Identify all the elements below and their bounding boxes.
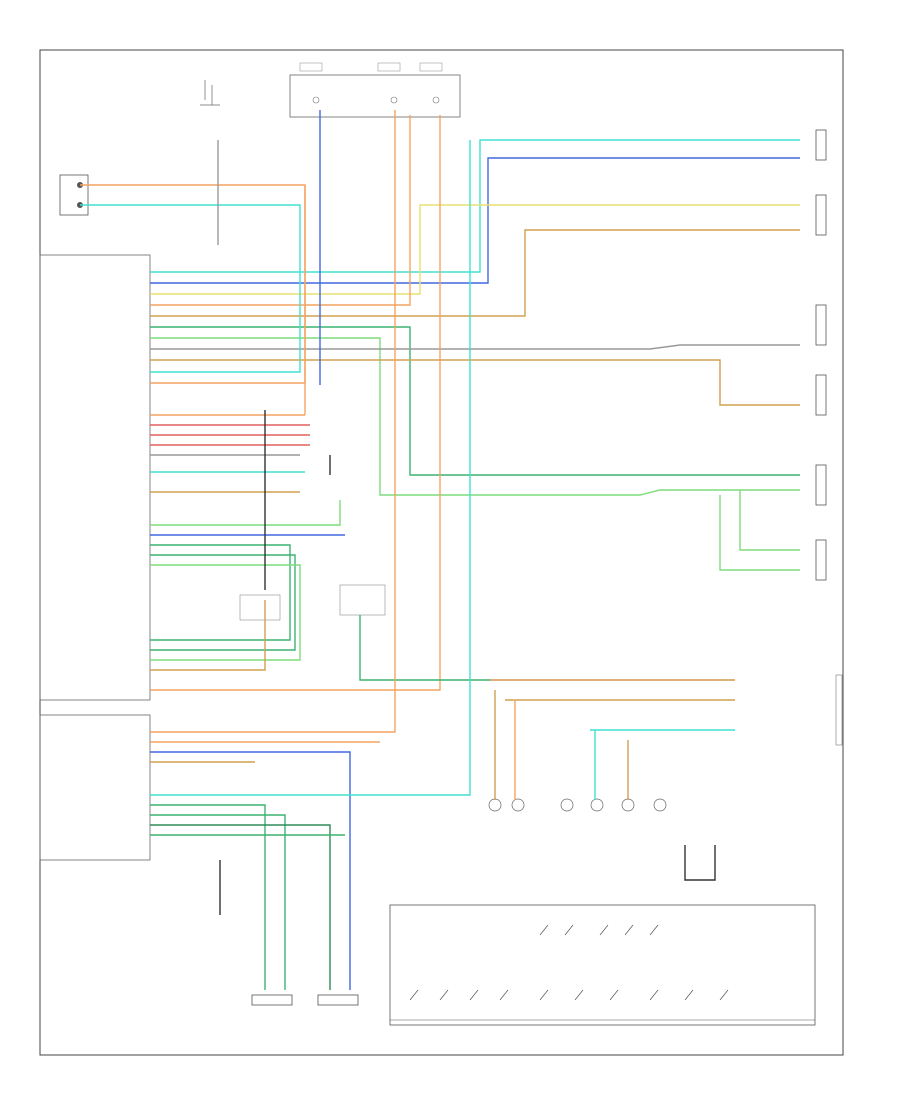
wire-orange xyxy=(80,184,306,384)
wire-tan xyxy=(150,229,800,317)
clock-spring-box xyxy=(339,584,386,616)
wire-gray xyxy=(150,344,800,350)
wire-green xyxy=(150,814,286,990)
wire-cyan xyxy=(80,204,301,373)
speaker-left-front-tweeter xyxy=(815,304,827,346)
wire-green xyxy=(150,804,266,990)
switch-contact xyxy=(684,989,694,1001)
wire-lightgreen xyxy=(150,500,341,526)
wire-green xyxy=(150,326,800,476)
wire-orange xyxy=(150,110,396,733)
radio-module xyxy=(39,254,151,701)
fuse-block xyxy=(289,62,461,118)
fuse-icon xyxy=(312,96,440,104)
switch-contact xyxy=(624,924,634,936)
speaker-right-front-tweeter xyxy=(815,129,827,161)
wire-lightgreen xyxy=(719,495,800,571)
switch-contact xyxy=(649,924,659,936)
wire-cyan xyxy=(150,140,471,796)
wire-green xyxy=(150,544,291,641)
switch-contact xyxy=(609,989,619,1001)
instrument-cluster-connector xyxy=(835,674,843,746)
wire-lightgreen xyxy=(150,564,301,661)
switch-contact xyxy=(564,924,574,936)
wire-lightgreen xyxy=(150,337,800,496)
amplifier-box xyxy=(239,594,281,621)
wire-darkgreen xyxy=(150,824,331,990)
switch-contact xyxy=(574,989,584,1001)
speaker-left-rear xyxy=(251,994,293,1006)
wire-tan xyxy=(150,600,266,671)
switch-group xyxy=(409,924,729,1001)
lower-module xyxy=(39,714,151,861)
wire-orange xyxy=(150,115,441,691)
switch-contact xyxy=(599,924,609,936)
wire-cyan xyxy=(150,139,800,273)
wire-yellow xyxy=(150,204,800,295)
switch-contact xyxy=(499,989,509,1001)
speaker-left-front-door xyxy=(815,374,827,416)
wire-green xyxy=(359,615,735,681)
diagram-frame xyxy=(39,49,844,1056)
wire-group xyxy=(80,110,800,990)
wire-black xyxy=(684,845,716,881)
speaker-right-rear-subwoofer xyxy=(815,539,827,581)
bulb-icon xyxy=(488,798,667,812)
switch-contact xyxy=(409,989,419,1001)
switch-contact xyxy=(539,989,549,1001)
speaker-left-rear-surround xyxy=(317,994,359,1006)
switch-contact xyxy=(719,989,729,1001)
switch-contact xyxy=(439,989,449,1001)
switch-contact xyxy=(469,989,479,1001)
switch-contact xyxy=(539,924,549,936)
wire-blue xyxy=(150,157,800,284)
wire-blue xyxy=(150,751,351,990)
steering-wheel-switch xyxy=(389,904,816,1026)
switch-contact xyxy=(649,989,659,1001)
wire-lightgreen xyxy=(739,490,800,551)
wire-tan xyxy=(150,359,800,406)
wire-green xyxy=(150,554,296,651)
ground-icon xyxy=(200,80,220,106)
speaker-right-rear xyxy=(815,464,827,506)
speaker-right-front-door xyxy=(815,194,827,236)
antenna-connector xyxy=(59,174,89,216)
wire-orange xyxy=(150,115,411,306)
